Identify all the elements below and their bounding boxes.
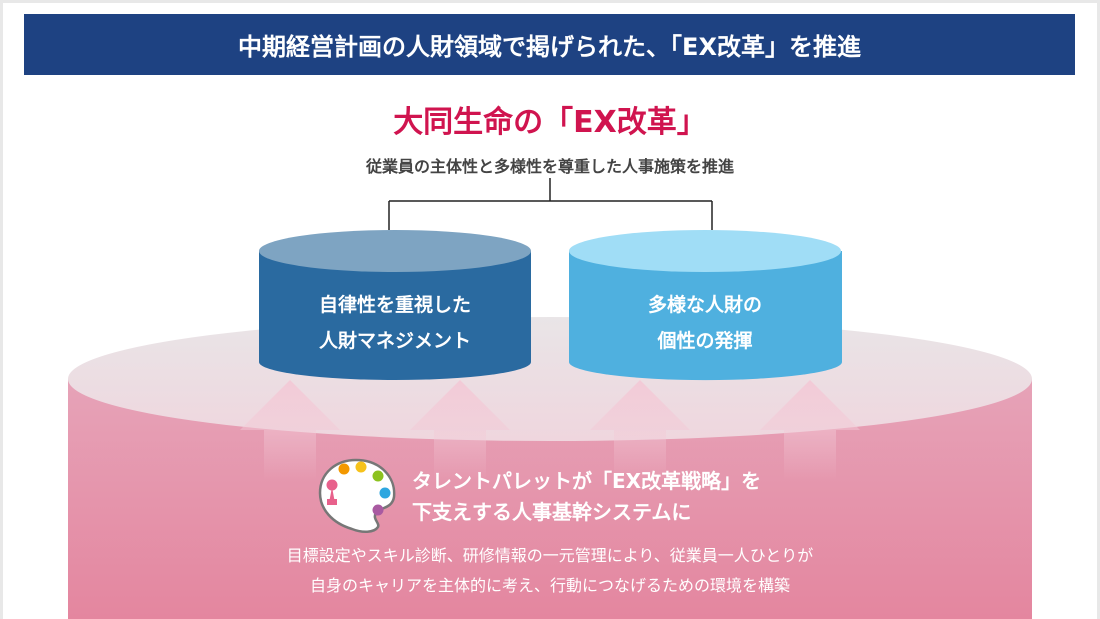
pillar-right-line2: 個性の発揮	[657, 330, 753, 352]
pillar-right-label: 多様な人財の 個性の発揮	[569, 287, 841, 359]
diagram-shapes	[68, 178, 1032, 619]
arrow-3	[590, 380, 690, 480]
headline-line2: 下支えする人事基幹システムに	[412, 500, 692, 524]
arrow-1	[240, 380, 340, 480]
foundation-description: 目標設定やスキル診断、研修情報の一元管理により、従業員一人ひとりが 自身のキャリ…	[3, 541, 1097, 601]
pillar-left-line1: 自律性を重視した	[318, 294, 471, 316]
subtitle: 従業員の主体性と多様性を尊重した人事施策を推進	[365, 157, 734, 176]
arrow-4	[760, 380, 860, 480]
pillar-left-shape	[259, 230, 531, 380]
arrow-2	[410, 380, 510, 480]
pillar-left-label: 自律性を重視した 人財マネジメント	[259, 287, 531, 359]
infographic: 中期経営計画の人財領域で掲げられた、「EX改革」を推進 大同生命の「EX改革」 …	[3, 3, 1097, 619]
headline-line1: タレントパレットが「EX改革戦略」を	[412, 469, 762, 493]
main-title: 大同生命の「EX改革」	[393, 105, 707, 140]
foundation-headline: タレントパレットが「EX改革戦略」を 下支えする人事基幹システムに	[412, 466, 761, 528]
desc-line2: 自身のキャリアを主体的に考え、行動につなげるための環境を構築	[309, 576, 790, 595]
connector-lines	[388, 178, 713, 230]
pillar-right-shape	[569, 230, 842, 381]
pillar-right-line1: 多様な人財の	[647, 294, 762, 316]
pillar-left-line2: 人財マネジメント	[318, 330, 471, 352]
palette-icon	[318, 458, 396, 533]
header-banner: 中期経営計画の人財領域で掲げられた、「EX改革」を推進	[24, 14, 1075, 75]
up-arrows	[240, 380, 860, 480]
desc-line1: 目標設定やスキル診断、研修情報の一元管理により、従業員一人ひとりが	[286, 546, 814, 565]
